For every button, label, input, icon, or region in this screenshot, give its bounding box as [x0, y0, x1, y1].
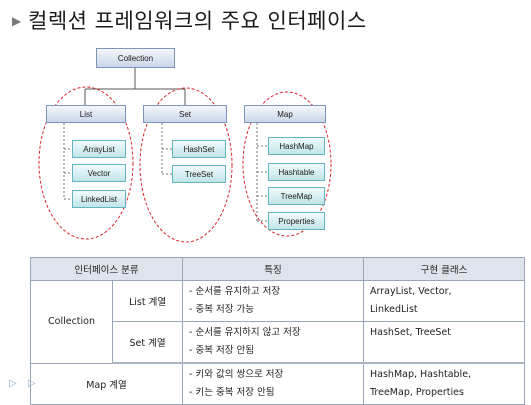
- set-subcategory-cell: Set 계열: [111, 321, 184, 364]
- list-features-cell: - 순서를 유지하고 저장 - 중복 저장 가능: [182, 280, 365, 322]
- properties-node: Properties: [268, 212, 325, 230]
- set-impl-cell: HashSet, TreeSet: [363, 321, 526, 364]
- header-features: 특징: [182, 257, 365, 281]
- table-row: Map 계열 - 키와 값의 쌍으로 저장 - 키는 중복 저장 안됨 Hash…: [29, 362, 526, 405]
- treemap-node: TreeMap: [268, 187, 325, 205]
- table-row: Set 계열 - 순서를 유지하지 않고 저장 - 중복 저장 안됨 HashS…: [31, 321, 526, 364]
- slide-nav-icon[interactable]: ▷ ▷: [9, 378, 40, 389]
- map-impl-cell: HashMap, Hashtable, TreeMap, Properties: [363, 362, 526, 405]
- set-node: Set: [143, 105, 227, 123]
- header-implementations: 구현 클래스: [363, 257, 526, 281]
- collection-category-cell: Collection: [30, 280, 113, 364]
- map-features-cell: - 키와 값의 쌍으로 저장 - 키는 중복 저장 안됨: [182, 362, 365, 405]
- impl-line: HashSet, TreeSet: [370, 327, 451, 338]
- list-node: List: [46, 105, 126, 123]
- arraylist-node: ArrayList: [72, 140, 126, 158]
- impl-line: LinkedList: [370, 304, 418, 315]
- feature-line: - 순서를 유지하지 않고 저장: [189, 327, 301, 338]
- header-interface-type: 인터페이스 분류: [29, 257, 184, 281]
- feature-line: - 중복 저장 가능: [189, 304, 254, 315]
- title-bullet-icon: ▶: [12, 14, 22, 28]
- table-header-row: 인터페이스 분류 특징 구현 클래스: [29, 257, 526, 281]
- impl-line: HashMap, Hashtable,: [370, 369, 472, 380]
- list-impl-cell: ArrayList, Vector, LinkedList: [363, 280, 526, 322]
- map-group-ellipse: [242, 91, 332, 237]
- linkedlist-node: LinkedList: [72, 190, 126, 208]
- collection-node: Collection: [96, 48, 175, 68]
- list-group-ellipse: [38, 86, 134, 240]
- hashset-node: HashSet: [172, 140, 226, 158]
- feature-line: - 키는 중복 저장 안됨: [189, 387, 275, 398]
- set-group-ellipse: [139, 87, 233, 243]
- hashmap-node: HashMap: [268, 137, 325, 155]
- feature-line: - 순서를 유지하고 저장: [189, 286, 281, 297]
- map-category-cell: Map 계열: [29, 362, 184, 405]
- feature-line: - 키와 값의 쌍으로 저장: [189, 369, 284, 380]
- set-features-cell: - 순서를 유지하지 않고 저장 - 중복 저장 안됨: [182, 321, 365, 364]
- interface-summary-table: 인터페이스 분류 특징 구현 클래스 Collection List 계열 - …: [29, 257, 526, 405]
- table-row: Collection List 계열 - 순서를 유지하고 저장 - 중복 저장…: [30, 280, 526, 364]
- list-subcategory-cell: List 계열: [111, 280, 184, 322]
- impl-line: TreeMap, Properties: [370, 387, 464, 398]
- map-node: Map: [244, 105, 326, 123]
- impl-line: ArrayList, Vector,: [370, 286, 452, 297]
- feature-line: - 중복 저장 안됨: [189, 345, 254, 356]
- hashtable-node: Hashtable: [268, 163, 325, 181]
- page-title: 컬렉션 프레임워크의 주요 인터페이스: [28, 9, 367, 33]
- vector-node: Vector: [72, 164, 126, 182]
- treeset-node: TreeSet: [172, 165, 226, 183]
